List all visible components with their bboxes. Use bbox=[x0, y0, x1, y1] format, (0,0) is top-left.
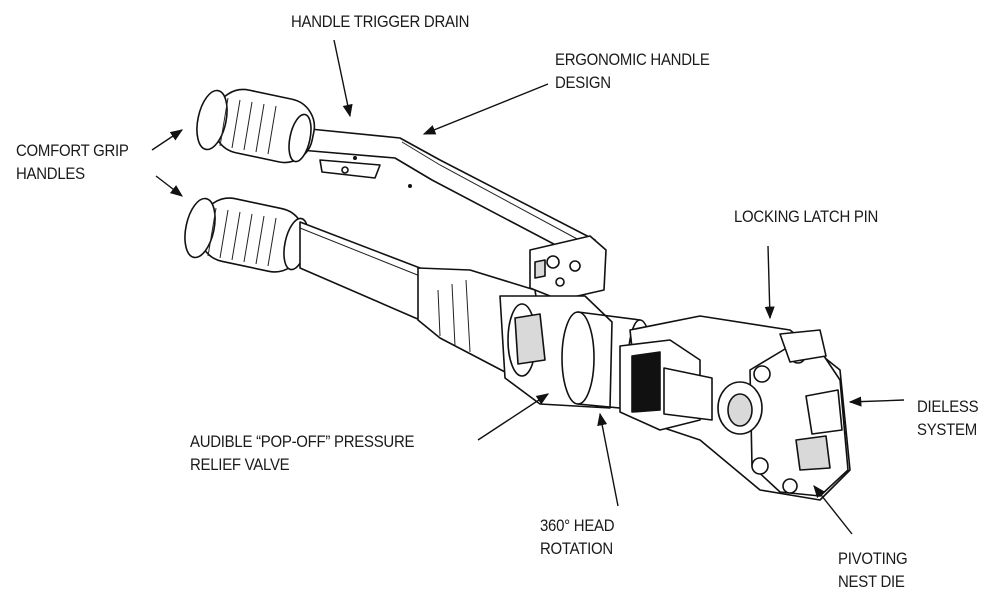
crimp-head bbox=[619, 315, 851, 501]
upper-handle bbox=[196, 88, 607, 301]
lower-handle bbox=[184, 197, 653, 411]
callout-text: NEST DIE bbox=[838, 572, 905, 591]
callout-text: ROTATION bbox=[540, 539, 613, 558]
callout-text: ERGONOMIC HANDLE bbox=[555, 50, 710, 69]
callout-head-rotation: 360° HEAD ROTATION bbox=[540, 514, 615, 560]
callout-text: DESIGN bbox=[555, 73, 611, 92]
arrow-icon bbox=[764, 245, 775, 320]
lower-comfort-grip bbox=[184, 197, 309, 273]
callout-pressure-relief-valve: AUDIBLE “POP-OFF” PRESSURE RELIEF VALVE bbox=[190, 430, 414, 476]
callout-pivoting-nest-die: PIVOTING NEST DIE bbox=[838, 547, 908, 593]
callout-text: SYSTEM bbox=[917, 420, 977, 439]
arrow-icon bbox=[477, 393, 550, 441]
upper-comfort-grip bbox=[196, 88, 316, 164]
arrow-icon bbox=[151, 129, 184, 151]
callout-text: COMFORT GRIP bbox=[16, 141, 129, 160]
callout-dieless-system: DIELESS SYSTEM bbox=[917, 395, 979, 441]
arrow-icon bbox=[155, 175, 183, 197]
arrow-icon bbox=[848, 396, 905, 407]
arrow-icon bbox=[813, 485, 853, 535]
callout-ergonomic-handle: ERGONOMIC HANDLE DESIGN bbox=[555, 48, 710, 94]
arrow-icon bbox=[597, 412, 619, 507]
callout-text: HANDLE TRIGGER DRAIN bbox=[291, 12, 470, 31]
callout-text: PIVOTING bbox=[838, 549, 908, 568]
callout-text: AUDIBLE “POP-OFF” PRESSURE bbox=[190, 432, 415, 451]
callout-text: RELIEF VALVE bbox=[190, 455, 290, 474]
arrow-icon bbox=[333, 39, 353, 118]
callout-text: 360° HEAD bbox=[540, 516, 615, 535]
callout-text: DIELESS bbox=[917, 397, 979, 416]
arrow-icon bbox=[422, 83, 549, 135]
callout-arrows bbox=[151, 39, 905, 535]
callout-text: LOCKING LATCH PIN bbox=[734, 207, 879, 226]
callout-text: HANDLES bbox=[16, 164, 85, 183]
callout-comfort-grip: COMFORT GRIP HANDLES bbox=[16, 139, 129, 185]
callout-handle-trigger-drain: HANDLE TRIGGER DRAIN bbox=[291, 10, 469, 33]
callout-locking-latch-pin: LOCKING LATCH PIN bbox=[734, 205, 878, 228]
